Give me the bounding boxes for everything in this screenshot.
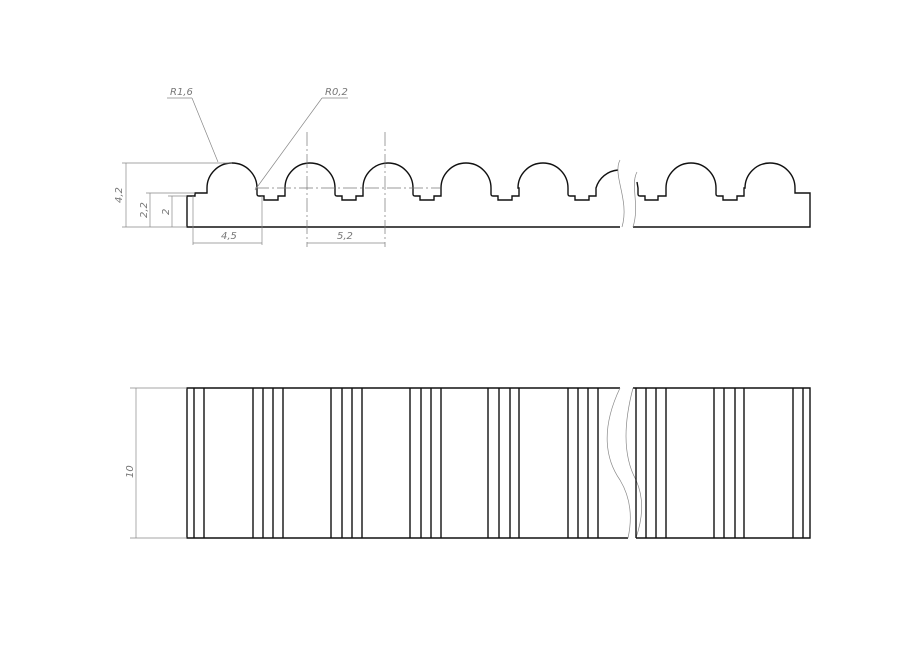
label-total-height: 4,2	[114, 187, 125, 203]
label-r16: R1,6	[170, 87, 193, 98]
leader-r02	[254, 97, 323, 191]
plan-outline-left	[186, 387, 628, 539]
profile-outline-right	[633, 162, 811, 228]
profile-view: R1,6 R0,2 4,2 2,2 2 4,5 5,2	[114, 87, 811, 247]
plan-break-right	[625, 387, 642, 539]
label-step-height: 2,2	[139, 202, 150, 218]
label-base-height: 2	[161, 209, 172, 215]
leader-r16	[191, 97, 219, 163]
plan-outline-right	[633, 387, 811, 539]
break-line-right	[632, 171, 638, 228]
label-pitch: 5,2	[337, 231, 353, 242]
label-r02: R0,2	[325, 87, 348, 98]
label-first-offset: 4,5	[221, 231, 237, 242]
profile-outline-left	[186, 162, 620, 228]
label-width: 10	[125, 465, 136, 478]
plan-break-left	[606, 387, 631, 539]
plan-view: 10	[125, 387, 811, 539]
break-line-left	[617, 159, 625, 228]
